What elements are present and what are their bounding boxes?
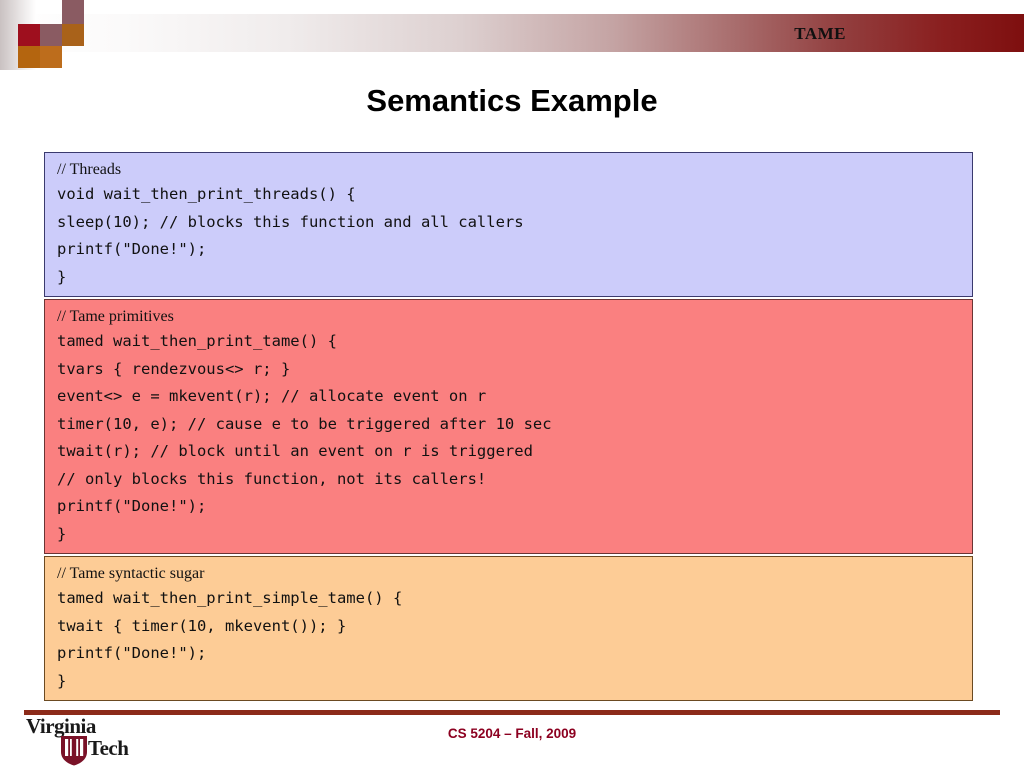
code-comment-line: // Tame syntactic sugar (57, 565, 205, 582)
square-ochre-right (62, 24, 84, 46)
code-line: sleep(10); // blocks this function and a… (57, 212, 524, 231)
code-box-stack: // Threads void wait_then_print_threads()… (44, 152, 973, 701)
code-box-tame-syntactic-sugar: // Tame syntactic sugar tamed wait_then_p… (44, 556, 973, 701)
footer-course-label: CS 5204 – Fall, 2009 (447, 726, 577, 741)
page-title: Semantics Example (366, 82, 658, 118)
decorative-squares (0, 0, 120, 70)
code-line: tvars { rendezvous<> r; } (57, 359, 291, 378)
code-line: void wait_then_print_threads() { (57, 185, 356, 203)
code-line: twait { timer(10, mkevent()); } (57, 616, 347, 635)
code-line: } (57, 267, 67, 286)
brand-title: TAME (794, 24, 846, 43)
code-line: timer(10, e); // cause e to be triggered… (57, 414, 552, 433)
code-line: printf("Done!"); (57, 497, 207, 515)
logo-line-tech: Tech (88, 736, 129, 760)
code-comment-line: // Tame primitives (57, 308, 174, 325)
code-box-tame-primitives: // Tame primitives tamed wait_then_print_… (44, 299, 973, 554)
square-ochre-low (18, 46, 40, 68)
code-line: printf("Done!"); (57, 240, 207, 258)
code-line: } (57, 671, 67, 690)
logo-line-virginia: Virginia (26, 714, 96, 738)
code-box-threads: // Threads void wait_then_print_threads()… (44, 152, 973, 297)
code-line: printf("Done!"); (57, 644, 207, 662)
footer-divider (24, 710, 1000, 715)
code-line: event<> e = mkevent(r); // allocate even… (57, 387, 487, 405)
virginia-tech-logo: Virginia Tech (20, 714, 160, 768)
square-mauve-mid (40, 24, 62, 46)
header-band (0, 14, 1024, 52)
code-line: } (57, 524, 67, 543)
shield-icon (60, 735, 88, 766)
code-line: // only blocks this function, not its ca… (57, 469, 487, 488)
code-line: tamed wait_then_print_tame() { (57, 332, 337, 350)
code-comment-line: // Threads (57, 161, 122, 178)
square-ochre-mid (40, 46, 62, 68)
square-mauve-top (62, 0, 84, 24)
code-line: twait(r); // block until an event on r i… (57, 442, 533, 460)
square-crimson (18, 24, 40, 46)
code-line: tamed wait_then_print_simple_tame() { (57, 589, 403, 607)
